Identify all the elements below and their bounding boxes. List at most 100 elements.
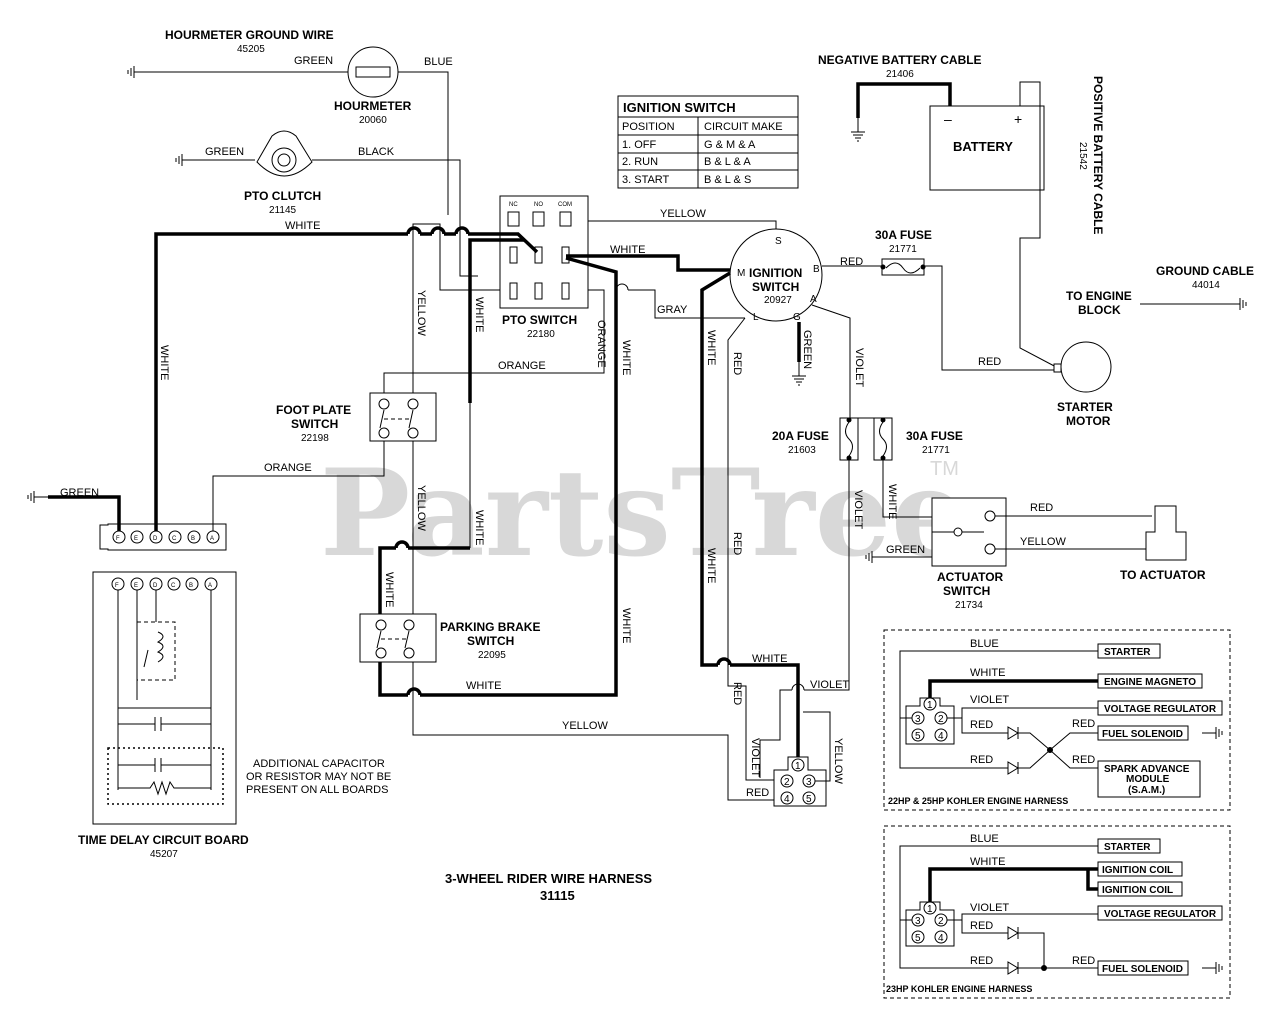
starter-motor-label-1: STARTER xyxy=(1057,400,1113,414)
positive-battery-cable-label: POSITIVE BATTERY CABLE xyxy=(1091,76,1105,234)
fuse-30a-mid-number: 21771 xyxy=(922,445,950,456)
time-delay-board-label: TIME DELAY CIRCUIT BOARD xyxy=(78,833,249,847)
conn-pin-d: D xyxy=(153,536,158,542)
ignition-terminal-g: G xyxy=(793,312,801,323)
engine-harness-connector xyxy=(773,756,827,807)
fuse-30a-mid-label: 30A FUSE xyxy=(906,429,963,443)
pto-orange-wire-label: ORANGE xyxy=(595,320,607,368)
board-pin-d: D xyxy=(153,583,158,589)
ign-red-wire-label-lower: RED xyxy=(731,532,743,555)
connector-violet-wire-label: VIOLET xyxy=(810,679,849,691)
negative-battery-cable-label: NEGATIVE BATTERY CABLE xyxy=(818,53,982,67)
actuator-switch-number: 21734 xyxy=(955,600,983,611)
pto-switch-terminal-nc: NC xyxy=(509,202,518,208)
pto-clutch-black-wire-label: BLACK xyxy=(358,146,395,158)
ignition-table-row-2-circuit: B & L & A xyxy=(704,156,751,168)
ignition-switch-number: 20927 xyxy=(764,295,792,306)
fuse-30a-mid xyxy=(873,417,893,461)
k22-output-starter: STARTER xyxy=(1104,647,1151,658)
connector-yellow-wire-label: YELLOW xyxy=(832,738,844,784)
k23-red-wire-label-2: RED xyxy=(970,955,993,967)
kohler-22-25-caption: 22HP & 25HP KOHLER ENGINE HARNESS xyxy=(888,796,1068,806)
parking-brake-switch-number: 22095 xyxy=(478,650,506,661)
parking-brake-switch-label-1: PARKING BRAKE xyxy=(440,620,540,634)
pto-switch-terminal-no: NO xyxy=(534,202,543,208)
k22-pin-1: 1 xyxy=(927,700,933,711)
ignition-table-row-3-position: 3. START xyxy=(622,174,670,186)
ignition-table-row-1-position: 1. OFF xyxy=(622,139,657,151)
foot-plate-switch-number: 22198 xyxy=(301,433,329,444)
conn-pin-e: E xyxy=(134,536,138,542)
pto-switch xyxy=(499,195,589,309)
fuse-30a-top-label: 30A FUSE xyxy=(875,228,932,242)
board-pin-a: A xyxy=(208,583,212,589)
k23-pin-4: 4 xyxy=(938,933,944,944)
to-actuator-label: TO ACTUATOR xyxy=(1120,568,1206,582)
connector-ground-symbol xyxy=(27,490,49,504)
ignition-table-header-position: POSITION xyxy=(622,121,675,133)
ignition-table-title: IGNITION SWITCH xyxy=(623,100,736,115)
kohler-22-25-harness xyxy=(883,629,1231,811)
k23-output-ignition-coil-1: IGNITION COIL xyxy=(1102,865,1173,876)
k23-pin-1: 1 xyxy=(927,904,933,915)
ignition-green-wire-label: GREEN xyxy=(801,330,813,369)
kohler-23-caption: 23HP KOHLER ENGINE HARNESS xyxy=(886,984,1032,994)
kohler-22-25-fuel-ground-symbol xyxy=(1201,726,1223,740)
foot-plate-switch xyxy=(369,392,437,442)
engine-conn-pin-4: 4 xyxy=(784,794,790,805)
actuator-green-wire-label: GREEN xyxy=(886,544,925,556)
conn-pin-f: F xyxy=(116,536,120,542)
hourmeter-ground-wire-number: 45205 xyxy=(237,44,265,55)
capacitor-note-line-1: ADDITIONAL CAPACITOR xyxy=(253,758,385,770)
conn-pin-b: B xyxy=(191,536,195,542)
k22-red-wire-label-4: RED xyxy=(1072,754,1095,766)
hourmeter-ground-symbol xyxy=(127,65,149,79)
foot-yellow-wire-label-lower: YELLOW xyxy=(415,485,427,531)
ignition-table-row-1-circuit: G & M & A xyxy=(704,139,756,151)
actuator-red-wire-label: RED xyxy=(1030,502,1053,514)
right-white-wire-label-lower: WHITE xyxy=(620,608,632,643)
k22-pin-3: 3 xyxy=(915,714,921,725)
k22-red-wire-label-2: RED xyxy=(1072,718,1095,730)
to-engine-block-label-2: BLOCK xyxy=(1078,303,1121,317)
engine-conn-pin-5: 5 xyxy=(806,794,812,805)
k22-blue-wire-label: BLUE xyxy=(970,638,999,650)
k23-red-wire-label-3: RED xyxy=(1072,955,1095,967)
pto-clutch-ground-symbol xyxy=(175,153,197,167)
main-white-wire-label: WHITE xyxy=(285,220,320,232)
hourmeter-label: HOURMETER xyxy=(334,99,412,113)
pto-yellow-wire-label: YELLOW xyxy=(660,208,706,220)
to-engine-block-label-1: TO ENGINE xyxy=(1066,289,1132,303)
battery-plus: + xyxy=(1014,111,1022,127)
fuse-30a-top-number: 21771 xyxy=(889,244,917,255)
foot-orange-wire-label: ORANGE xyxy=(264,462,312,474)
engine-conn-pin-2: 2 xyxy=(784,777,790,788)
board-pin-c: C xyxy=(171,583,176,589)
hourmeter-ground-wire-label: HOURMETER GROUND WIRE xyxy=(165,28,334,42)
battery xyxy=(929,105,1045,191)
negative-cable-ground-symbol xyxy=(850,117,866,142)
k23-blue-wire-label: BLUE xyxy=(970,833,999,845)
ignition-terminal-a: A xyxy=(810,294,817,305)
fuse-top-red-wire-label: RED xyxy=(840,256,863,268)
k22-output-engine-magneto: ENGINE MAGNETO xyxy=(1104,677,1196,688)
ground-cable-number: 44014 xyxy=(1192,280,1220,291)
k22-red-wire-label-1: RED xyxy=(970,719,993,731)
fuse-20a-label: 20A FUSE xyxy=(772,429,829,443)
board-pin-b: B xyxy=(189,583,193,589)
board-pin-e: E xyxy=(134,583,138,589)
foot-plate-switch-label-1: FOOT PLATE xyxy=(276,403,351,417)
gray-wire-label: GRAY xyxy=(657,304,688,316)
ign-white-wire-label-lower: WHITE xyxy=(705,548,717,583)
diagram-title: 3-WHEEL RIDER WIRE HARNESS xyxy=(445,871,652,886)
actuator-yellow-wire-label: YELLOW xyxy=(1020,536,1066,548)
inner-white-wire-label-upper: WHITE xyxy=(473,297,485,332)
pto-clutch xyxy=(256,130,313,177)
right-white-wire-label-upper: WHITE xyxy=(620,340,632,375)
battery-minus: – xyxy=(944,111,952,127)
battery-label: BATTERY xyxy=(953,139,1013,154)
k22-output-fuel-solenoid: FUEL SOLENOID xyxy=(1102,729,1183,740)
hourmeter-blue-wire-label: BLUE xyxy=(424,56,453,68)
ground-cable-label: GROUND CABLE xyxy=(1156,264,1254,278)
